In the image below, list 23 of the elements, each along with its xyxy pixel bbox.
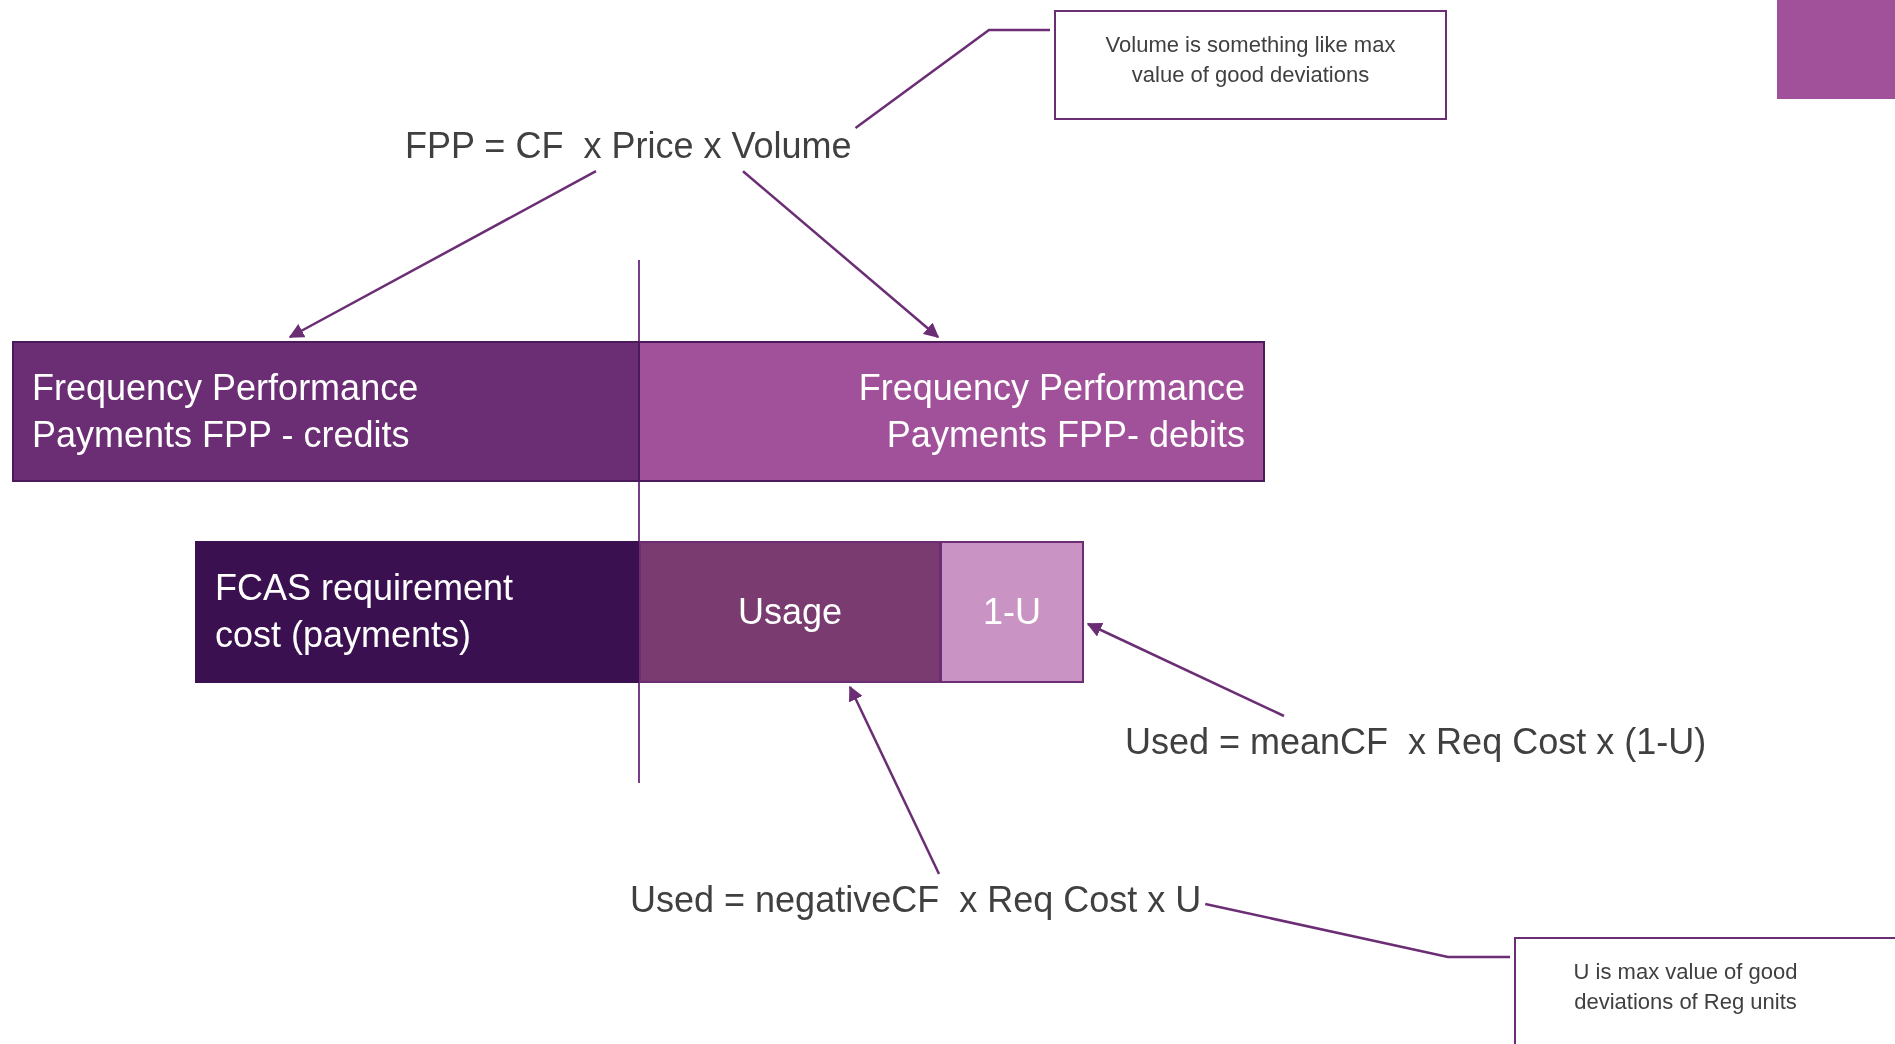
process-box — [12, 341, 640, 482]
formula-text: FPP = CF x Price x Volume — [405, 124, 852, 168]
process-box — [638, 341, 1265, 482]
box-label: Frequency Performance Payments FPP- debits — [857, 365, 1245, 457]
process-box — [195, 541, 640, 683]
formula-text: Used = meanCF x Req Cost x (1-U) — [1125, 720, 1707, 764]
note-text: Volume is something like max value of good deviations — [1104, 31, 1397, 89]
process-box — [639, 541, 941, 683]
arrow — [1086, 622, 1285, 718]
box-label: 1-U — [983, 589, 1041, 634]
box-label: Frequency Performance Payments FPP - credits — [32, 365, 420, 457]
arrow — [742, 170, 940, 338]
note-box — [1054, 10, 1447, 120]
formula-text: Used = negativeCF x Req Cost x U — [630, 878, 1202, 922]
leader-line — [854, 28, 1050, 129]
leader-line — [1205, 902, 1510, 959]
box-label: FCAS requirement cost (payments) — [215, 566, 515, 657]
note-box — [1514, 937, 1895, 1044]
note-text: U is max value of good deviations of Reg units — [1572, 958, 1799, 1016]
box-label: Usage — [737, 589, 843, 634]
arrow — [288, 170, 597, 339]
arrow — [848, 685, 941, 875]
process-box — [940, 541, 1084, 683]
